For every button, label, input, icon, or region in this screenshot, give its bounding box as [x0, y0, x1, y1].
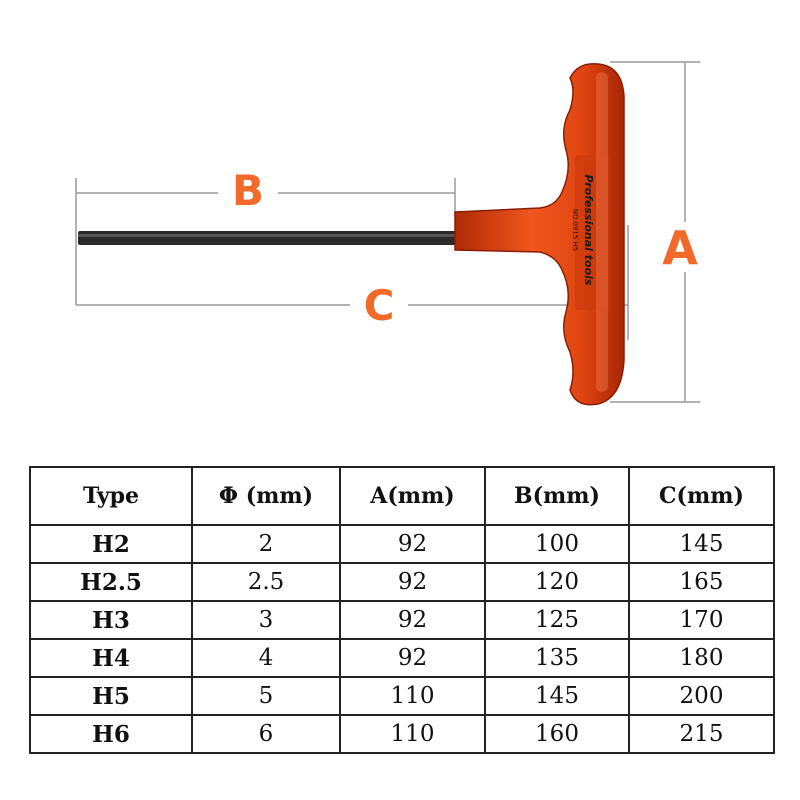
header-b: B(mm) [484, 466, 630, 526]
cell-a: 110 [339, 714, 486, 754]
dimension-lines [75, 61, 700, 403]
header-c: C(mm) [628, 466, 775, 526]
cell-type: H3 [29, 600, 193, 640]
cell-diameter: 5 [191, 676, 341, 716]
cell-c: 200 [628, 676, 775, 716]
cell-c: 165 [628, 562, 775, 602]
cell-a: 92 [339, 524, 486, 564]
table-row: H4 4 92 135 180 [29, 638, 775, 678]
t-handle-wrench-diagram: Professional tools NO.0915 H5 B C A [75, 61, 700, 406]
table-row: H5 5 110 145 200 [29, 676, 775, 716]
cell-c: 215 [628, 714, 775, 754]
dimension-label-b: B [232, 166, 264, 215]
cell-c: 180 [628, 638, 775, 678]
table-row: H6 6 110 160 215 [29, 714, 775, 754]
table-row: H3 3 92 125 170 [29, 600, 775, 640]
cell-diameter: 4 [191, 638, 341, 678]
cell-diameter: 6 [191, 714, 341, 754]
cell-b: 100 [484, 524, 630, 564]
cell-type: H5 [29, 676, 193, 716]
t-handle [454, 63, 625, 406]
cell-a: 92 [339, 600, 486, 640]
table-row: H2 2 92 100 145 [29, 524, 775, 564]
cell-diameter: 3 [191, 600, 341, 640]
table-header-row: Type Φ (mm) A(mm) B(mm) C(mm) [29, 466, 775, 526]
handle-print: Professional tools NO.0915 H5 [571, 175, 595, 286]
cell-type: H6 [29, 714, 193, 754]
header-diameter: Φ (mm) [191, 466, 341, 526]
header-a: A(mm) [339, 466, 486, 526]
cell-a: 110 [339, 676, 486, 716]
cell-type: H2.5 [29, 562, 193, 602]
cell-type: H4 [29, 638, 193, 678]
dimension-label-c: C [364, 281, 395, 330]
cell-b: 135 [484, 638, 630, 678]
header-type: Type [29, 466, 193, 526]
cell-c: 170 [628, 600, 775, 640]
cell-b: 125 [484, 600, 630, 640]
cell-type: H2 [29, 524, 193, 564]
cell-diameter: 2.5 [191, 562, 341, 602]
size-spec-table: Type Φ (mm) A(mm) B(mm) C(mm) H2 2 92 10… [29, 466, 775, 754]
handle-brand-text: Professional tools [582, 175, 595, 286]
cell-c: 145 [628, 524, 775, 564]
cell-b: 120 [484, 562, 630, 602]
table-row: H2.5 2.5 92 120 165 [29, 562, 775, 602]
cell-b: 145 [484, 676, 630, 716]
cell-diameter: 2 [191, 524, 341, 564]
cell-a: 92 [339, 638, 486, 678]
handle-model-text: NO.0915 H5 [571, 209, 579, 251]
cell-b: 160 [484, 714, 630, 754]
hex-shaft [78, 231, 468, 245]
cell-a: 92 [339, 562, 486, 602]
dimension-label-a: A [662, 221, 698, 275]
